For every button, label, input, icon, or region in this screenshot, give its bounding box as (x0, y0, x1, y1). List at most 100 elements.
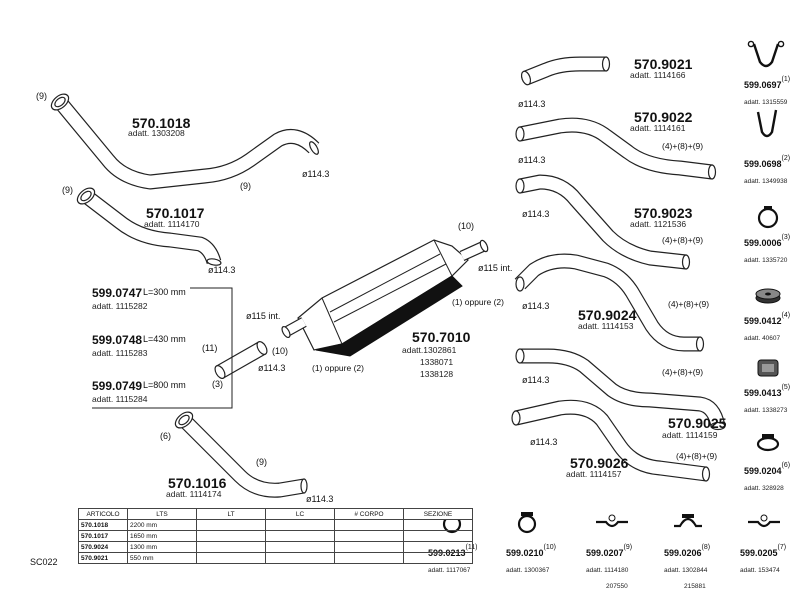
table-cell (196, 519, 266, 531)
adatt-label: adatt. 1315559 (744, 99, 788, 106)
rubber-mount-icon (755, 288, 781, 304)
adatt-label: 1338071 (420, 357, 454, 367)
fitting-599-0412: 599.0412(4) adatt. 40607 (744, 312, 790, 344)
table-header: LT (196, 508, 266, 520)
fitting-599-0698: 599.0698(2) adatt. 1349938 (744, 155, 790, 187)
saddle-clamp-icon (596, 514, 628, 528)
table-cell: 570.9024 (78, 541, 128, 553)
table-cell (265, 530, 335, 542)
table-cell: 570.9021 (78, 552, 128, 564)
table-cell: 550 mm (127, 552, 197, 564)
table-row: 570.9024 1300 mm (78, 541, 473, 553)
marker-label: (11) (202, 343, 218, 353)
table-header: # CORPO (334, 508, 404, 520)
hook-hanger-icon (756, 109, 778, 138)
table-header: ARTICOLO (78, 508, 128, 520)
length-label: L=300 mm (143, 287, 186, 297)
diameter-label: ø114.3 (302, 169, 330, 179)
table-cell (403, 541, 473, 553)
adatt-label: adatt. 1114159 (662, 430, 718, 440)
diameter-label: ø114.3 (306, 494, 334, 504)
pipe-570-9022 (515, 117, 717, 180)
fitting-qty: (3) (781, 234, 791, 241)
table-cell (196, 541, 266, 553)
option-note: (4)+(8)+(9) (668, 299, 710, 309)
saddle-clamp-icon (674, 514, 702, 528)
fitting-code: 599.0204 (744, 466, 782, 476)
connector-pipe (214, 341, 268, 379)
table-header: LTS (127, 508, 197, 520)
length-label: L=430 mm (143, 334, 186, 344)
part-code-570-9021: 570.9021 (634, 56, 693, 72)
table-cell: 570.1017 (78, 530, 128, 542)
table-cell (196, 552, 266, 564)
adatt-label: adatt. 1114166 (630, 70, 686, 80)
table-cell (403, 519, 473, 531)
option-note: (1) oppure (2) (452, 297, 504, 307)
diameter-label: ø114.3 (522, 375, 550, 385)
fitting-599-0206: 599.0206(8) adatt. 1302844 215881 (664, 544, 710, 592)
adatt-label: adatt. 1115283 (92, 348, 148, 358)
part-code-599-0748: 599.0748 (92, 333, 143, 347)
marker-label: (9) (62, 185, 73, 195)
table-header-row: ARTICOLO LTS LT LC # CORPO SEZIONE (78, 508, 473, 520)
band-clamp-icon (756, 434, 780, 452)
diagram-code: SC022 (30, 557, 58, 567)
adatt-label: adatt. 328928 (744, 485, 784, 492)
outlet-diameter-label: ø115 int. (478, 263, 513, 273)
fitting-code: 599.0210 (506, 548, 544, 558)
table-cell (403, 552, 473, 564)
table-row: 570.1018 2200 mm (78, 519, 473, 531)
fitting-qty: (7) (777, 544, 787, 551)
adatt-label: adatt. 1114170 (144, 219, 200, 229)
adatt-label: adatt. 1115284 (92, 394, 148, 404)
diameter-label: ø114.3 (518, 155, 546, 165)
marker-label: (6) (160, 431, 171, 441)
table-header: SEZIONE (403, 508, 473, 520)
option-note: (4)+(8)+(9) (662, 141, 704, 151)
table-header: LC (265, 508, 335, 520)
adatt-label: adatt. 1114161 (630, 123, 686, 133)
part-code-570-9025: 570.9025 (668, 415, 727, 431)
u-hanger-icon (747, 40, 785, 68)
marker-label: (3) (212, 379, 223, 389)
table-row: 570.1017 1650 mm (78, 530, 473, 542)
adatt-label: adatt. 1114153 (578, 321, 634, 331)
table-cell (403, 530, 473, 542)
diameter-label: ø114.3 (522, 301, 550, 311)
marker-label: (9) (240, 181, 251, 191)
parts-table: ARTICOLO LTS LT LC # CORPO SEZIONE 570.1… (78, 508, 473, 564)
pipe-570-1018 (50, 93, 320, 190)
adatt-label: adatt. 1302844 (664, 567, 708, 574)
part-code-570-1016: 570.1016 (168, 475, 227, 491)
part-code-570-1018: 570.1018 (132, 115, 191, 131)
fitting-qty: (8) (701, 544, 711, 551)
part-code-570-9024: 570.9024 (578, 307, 637, 323)
marker-label: (10) (458, 221, 475, 231)
option-note: (4)+(8)+(9) (676, 451, 718, 461)
option-note: (4)+(8)+(9) (662, 235, 704, 245)
table-cell (196, 530, 266, 542)
part-code-570-9026: 570.9026 (570, 455, 629, 471)
table-cell (265, 552, 335, 564)
table-cell (334, 519, 404, 531)
table-cell (334, 541, 404, 553)
fitting-qty: (1) (781, 76, 791, 83)
diameter-label: ø114.3 (522, 209, 550, 219)
option-note: (4)+(8)+(9) (662, 367, 704, 377)
adatt-label: adatt. 153474 (740, 567, 780, 574)
length-label: L=800 mm (143, 380, 186, 390)
adatt-label: adatt. 1303208 (128, 128, 185, 138)
fitting-code: 599.0207 (586, 548, 624, 558)
part-code-570-7010: 570.7010 (412, 329, 471, 345)
adatt-label: 215881 (684, 583, 706, 590)
fitting-qty: (10) (543, 544, 556, 551)
adatt-label: adatt.1302861 (402, 345, 457, 355)
pipe-570-9025 (515, 348, 726, 431)
fitting-code: 599.0412 (744, 316, 782, 326)
connector-bracket (92, 287, 233, 409)
diameter-label: ø114.3 (258, 363, 286, 373)
table-cell: 570.1018 (78, 519, 128, 531)
fitting-qty: (9) (623, 544, 633, 551)
